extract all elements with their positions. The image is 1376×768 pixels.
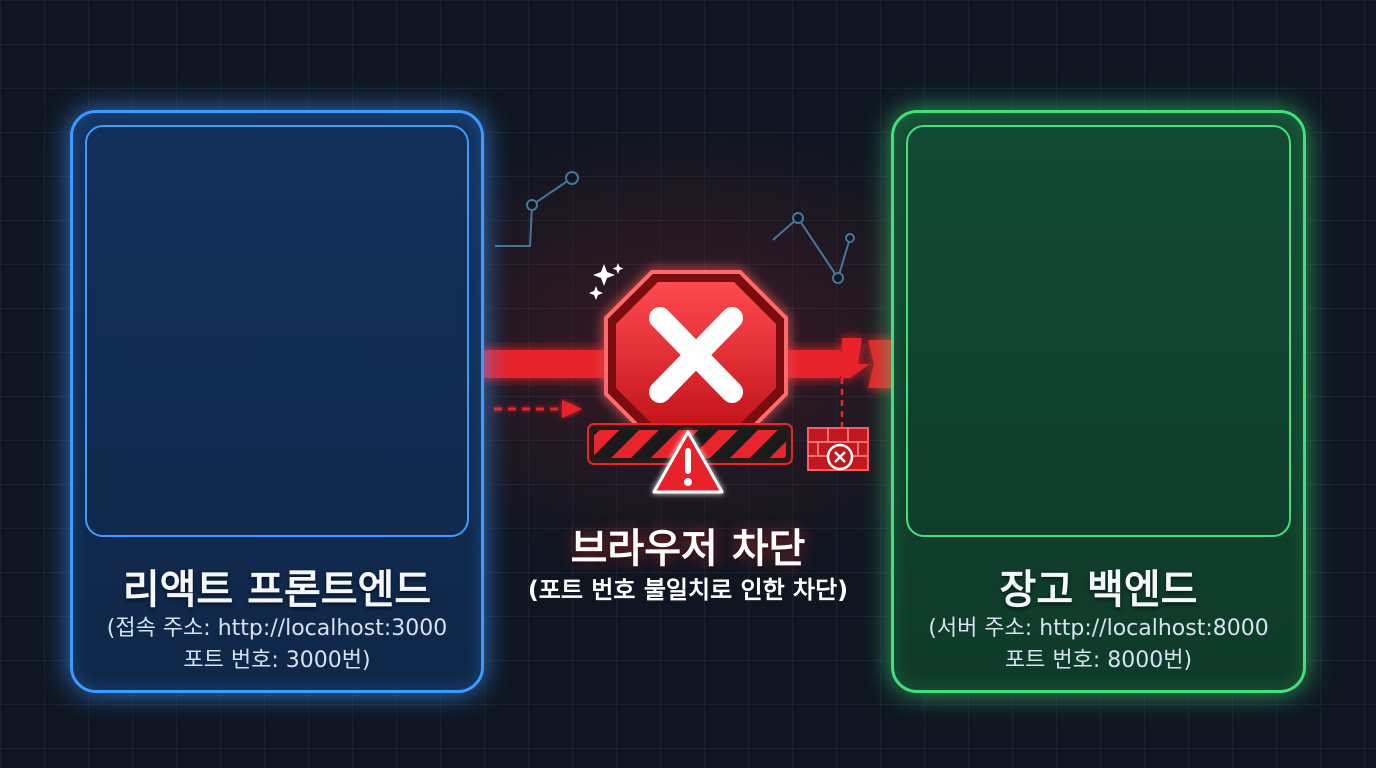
frontend-panel: 리액트 프론트엔드 (접속 주소: http://localhost:3000 … <box>70 110 484 693</box>
warning-icon <box>652 430 724 494</box>
backend-panel: 장고 백엔드 (서버 주소: http://localhost:8000 포트 … <box>891 110 1306 693</box>
frontend-inner-frame <box>85 125 469 537</box>
block-title: 브라우저 차단 <box>570 526 806 572</box>
block-subtitle: (포트 번호 불일치로 인한 차단) <box>527 576 849 604</box>
network-lines-decoration <box>495 171 855 284</box>
stop-sign-x-icon <box>604 270 788 442</box>
backend-address: (서버 주소: http://localhost:8000 <box>928 616 1269 641</box>
frontend-address: (접속 주소: http://localhost:3000 <box>106 616 448 641</box>
backend-title: 장고 백엔드 <box>999 567 1198 613</box>
frontend-title: 리액트 프론트엔드 <box>122 567 432 613</box>
sparkle-icon <box>589 263 624 300</box>
frontend-port: 포트 번호: 3000번) <box>183 648 371 673</box>
firewall-icon <box>807 378 869 471</box>
backend-inner-frame <box>906 125 1291 537</box>
backend-port: 포트 번호: 8000번) <box>1004 648 1193 673</box>
dashed-arrow <box>494 400 582 418</box>
